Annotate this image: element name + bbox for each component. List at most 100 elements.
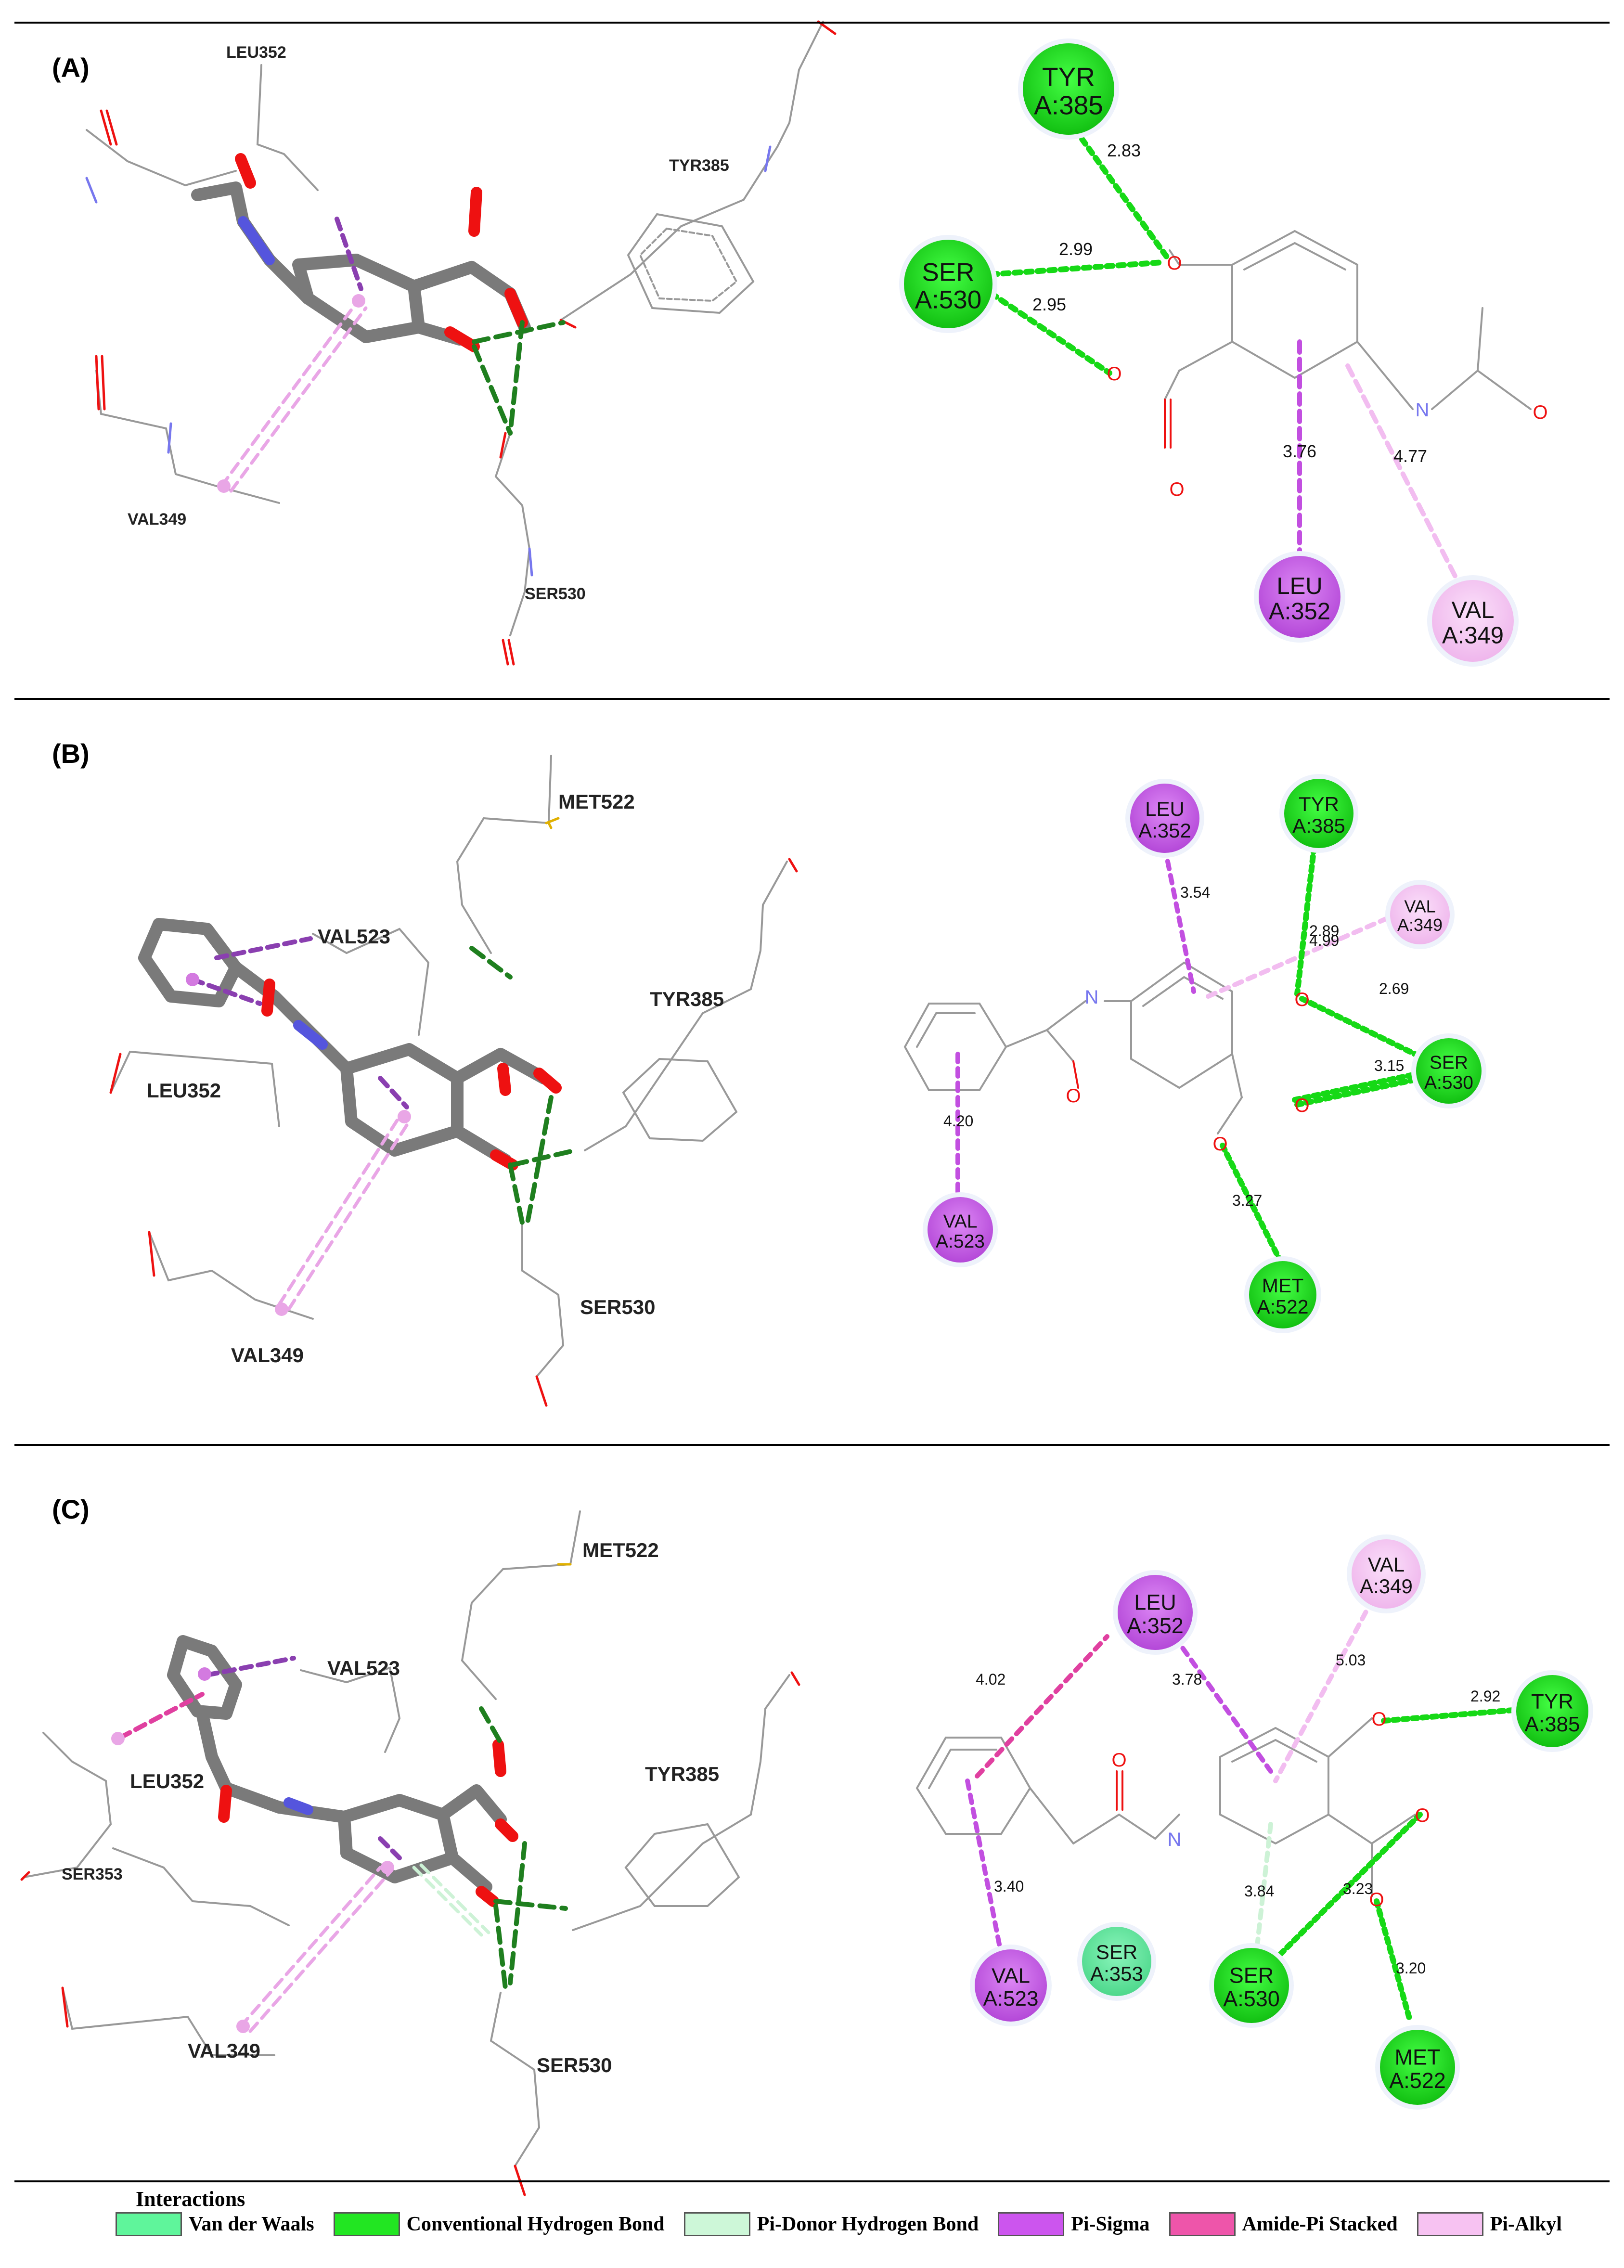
distance-label: 2.69 [1379,980,1409,997]
distance-label: 2.92 [1470,1688,1500,1705]
residue-disc-hbond [1284,779,1353,848]
residue-chain: A:349 [1360,1575,1413,1598]
atom-nitrogen: N [1168,1829,1182,1850]
atom-oxygen: O [1111,1750,1126,1771]
residue-name: SER [922,258,975,287]
residue-3d-label: MET522 [558,790,635,813]
residue-name: LEU [1145,798,1185,820]
residue-3d-label: TYR385 [645,1763,719,1785]
residue-name: TYR [1531,1690,1573,1714]
residue-disc-hbond [1023,43,1114,135]
legend-label: Van der Waals [189,2213,314,2235]
residue-chain: A:353 [1090,1962,1143,1985]
panel-divider [14,22,1610,24]
distance-label: 2.89 [1309,922,1339,940]
distance-label: 3.40 [994,1878,1024,1895]
residue-chain: A:349 [1397,915,1443,935]
residue-name: VAL [1404,897,1435,916]
residue-chain: A:530 [1223,1986,1280,2011]
legend-swatch [1417,2212,1483,2236]
residue-3d-label: VAL523 [318,925,390,948]
atom-oxygen: O [1167,253,1182,274]
residue-disc-pialkyl [1390,885,1450,944]
residue-disc-hbond [1380,2030,1455,2105]
residue-disc-pisigma [975,1949,1047,2022]
atom-oxygen: O [1107,363,1121,385]
residue-3d-label: TYR385 [669,156,729,175]
atom-nitrogen: N [1085,987,1099,1008]
residue-chain: A:385 [1292,814,1345,837]
atom-oxygen: O [1533,402,1547,423]
residue-chain: A:385 [1525,1713,1580,1736]
atom-oxygen: O [1369,1889,1384,1910]
legend-swatch [116,2212,182,2236]
residue-chain: A:522 [1257,1296,1308,1318]
legend-label: Amide-Pi Stacked [1242,2213,1398,2235]
distance-label: 4.02 [976,1671,1005,1688]
distance-label: 3.27 [1232,1192,1262,1209]
panel-a-3d-view [85,20,837,666]
residue-name: SER [1096,1941,1137,1963]
residue-3d-label: VAL349 [188,2039,260,2062]
residue-3d-label: SER530 [580,1296,655,1318]
panel-label: (A) [52,52,90,83]
residue-name: MET [1262,1275,1304,1297]
distance-label: 5.03 [1336,1651,1366,1669]
legend-title: Interactions [136,2187,245,2211]
residue-chain: A:522 [1389,2068,1446,2093]
legend-swatch [683,2212,750,2236]
residue-disc-hbond [1516,1675,1588,1747]
residue-disc-hbond [1214,1948,1289,2023]
residue-3d-label: VAL349 [231,1344,304,1366]
distance-label: 4.20 [943,1112,973,1130]
legend-swatch [333,2212,400,2236]
legend-label: Pi-Donor Hydrogen Bond [757,2213,979,2235]
panel-b-3d-view [109,755,798,1407]
panel-label: (B) [52,738,90,769]
residue-3d-label: MET522 [582,1539,659,1561]
panel-b-2d-diagram [903,844,1428,1264]
residue-3d-label: SER530 [537,2054,612,2076]
distance-label: 3.78 [1172,1671,1202,1688]
distance-label: 3.54 [1180,884,1210,901]
legend-item: Pi-Alkyl [1417,2212,1562,2236]
residue-chain: A:352 [1138,819,1191,842]
residue-name: MET [1395,2045,1441,2070]
residue-disc-pialkyl [1432,580,1514,662]
residue-name: VAL [1368,1553,1405,1576]
legend-item: Conventional Hydrogen Bond [333,2212,665,2236]
residue-chain: A:385 [1034,90,1103,120]
residue-chain: A:530 [1424,1072,1473,1093]
legend-label: Pi-Sigma [1071,2213,1150,2235]
panel-a-2d-diagram [989,117,1532,594]
residue-disc-vdw [1082,1927,1151,1996]
residue-disc-hbond [1249,1261,1316,1328]
atom-oxygen: O [1371,1709,1386,1730]
legend-swatch [1169,2212,1236,2236]
distance-label: 3.84 [1244,1882,1274,1900]
residue-disc-hbond [904,240,992,328]
legend-label: Conventional Hydrogen Bond [406,2213,665,2235]
legend-swatch [998,2212,1065,2236]
residue-3d-label: VAL523 [327,1657,400,1679]
atom-oxygen: O [1212,1134,1227,1155]
residue-name: VAL [943,1211,978,1232]
distance-label: 4.77 [1393,446,1427,466]
residue-chain: A:530 [915,285,982,314]
residue-3d-label: SER353 [62,1865,123,1883]
legend-item: Van der Waals [116,2212,314,2236]
atom-oxygen: O [1169,479,1184,500]
residue-chain: A:349 [1442,623,1504,649]
distance-label: 3.23 [1343,1880,1373,1897]
residue-disc-pisigma [1130,784,1199,853]
residue-disc-pialkyl [1352,1539,1421,1609]
panel-divider [14,1444,1610,1446]
legend: Van der Waals Conventional Hydrogen Bond P… [116,2212,1581,2236]
distance-label: 3.20 [1396,1959,1426,1977]
residue-name: LEU [1134,1590,1176,1615]
residue-name: VAL [1452,597,1495,623]
panel-divider [14,2180,1610,2182]
residue-disc-pisigma [1259,556,1340,638]
residue-disc-hbond [1416,1038,1482,1104]
residue-chain: A:352 [1127,1613,1184,1638]
